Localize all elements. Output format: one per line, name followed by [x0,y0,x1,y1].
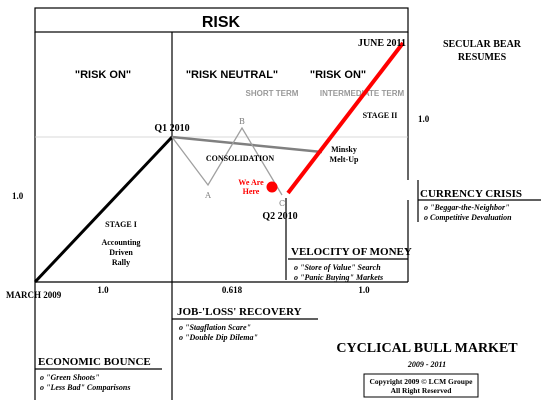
job-loss-item-2: o "Double Dip Dilema" [179,333,258,342]
page-title: RISK [202,14,241,31]
march-2009-label: MARCH 2009 [6,290,62,300]
meltup-label: Melt-Up [330,155,359,164]
velocity-item-1: o "Store of Value" Search [294,263,381,272]
point-a-label: A [204,191,211,200]
stage-2-label: STAGE II [363,111,398,120]
current-position-marker [266,181,278,193]
point-b-label: B [239,117,245,126]
point-c-label: C [279,199,285,208]
meltup-line [286,41,405,195]
job-loss-item-1: o "Stagflation Scare" [179,323,251,332]
economic-bounce-item-1: o "Green Shoots" [40,373,100,382]
abc-pattern-line [171,126,283,196]
zone-risk-on-right: "RISK ON" [310,69,366,81]
zone-risk-on-left: "RISK ON" [75,69,131,81]
economic-bounce-item-2: o "Less Bad" Comparisons [40,383,130,392]
consolidation-label: CONSOLIDATION [206,154,275,163]
zone-risk-neutral: "RISK NEUTRAL" [186,69,278,81]
right-y-tick: 1.0 [418,114,430,124]
x-tick-left: 1.0 [97,285,109,295]
accounting-rally-line [33,135,174,284]
velocity-of-money-title: VELOCITY OF MONEY [291,246,412,258]
resumes-label: RESUMES [458,52,507,63]
q1-2010-label: Q1 2010 [154,123,189,134]
job-loss-recovery-title: JOB-'LOSS' RECOVERY [177,306,302,318]
currency-crisis-item-2: o Competitive Devaluation [424,213,512,222]
rally-label-1: Accounting [101,238,140,247]
short-term-label: SHORT TERM [246,89,299,98]
rally-label-2: Driven [109,248,133,257]
economic-bounce-title: ECONOMIC BOUNCE [38,356,151,368]
years-label: 2009 - 2011 [407,360,446,369]
cyclical-bull-market-title: CYCLICAL BULL MARKET [336,341,518,356]
q2-2010-label: Q2 2010 [262,211,297,222]
here-label: Here [243,187,260,196]
x-tick-right: 1.0 [358,285,370,295]
stage-1-label: STAGE I [105,220,137,229]
x-tick-mid: 0.618 [222,285,243,295]
left-y-tick: 1.0 [12,191,24,201]
copyright-line-2: All Right Reserved [391,386,453,395]
consolidation-line [171,135,323,154]
title-box [34,7,409,33]
we-are-label: We Are [238,178,264,187]
copyright-box [363,373,479,398]
secular-bear-label: SECULAR BEAR [443,39,522,50]
june-2011-label: JUNE 2011 [358,38,406,49]
copyright-line-1: Copyright 2009 © LCM Groupe [370,377,474,386]
minsky-label: Minsky [331,145,357,154]
currency-crisis-title: CURRENCY CRISIS [420,188,522,200]
currency-crisis-item-1: o "Beggar-the-Neighbor" [424,203,510,212]
velocity-item-2: o "Panic Buying" Markets [294,273,383,282]
rally-label-3: Rally [112,258,130,267]
